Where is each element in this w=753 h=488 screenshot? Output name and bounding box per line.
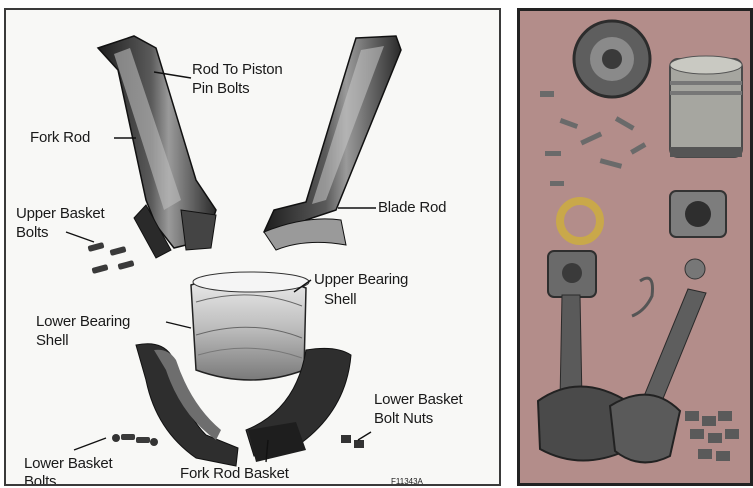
label-upper-basket-bolts-line2: Bolts: [16, 223, 48, 242]
label-lower-basket-bolts-line1: Lower Basket: [24, 454, 112, 473]
label-lower-bearing-shell-line1: Lower Bearing: [36, 312, 130, 331]
blade-rod-part: [264, 36, 401, 250]
label-fork-rod: Fork Rod: [30, 128, 90, 147]
label-lower-basket-bolts-line2: Bolts: [24, 472, 56, 486]
lower-basket-bolt-nuts-part: [341, 435, 364, 448]
piston-part: [670, 56, 742, 157]
nut-part: [685, 259, 705, 279]
label-upper-basket-bolts-line1: Upper Basket: [16, 204, 104, 223]
label-lower-bearing-shell-line2: Shell: [36, 331, 68, 350]
figure-id: F11343A: [391, 472, 423, 486]
upper-basket-bolts-part: [87, 242, 134, 274]
label-rod-to-piston-line2: Pin Bolts: [192, 79, 249, 98]
parts-photo-image: [520, 11, 753, 486]
label-lower-basket-bolt-nuts-line2: Bolt Nuts: [374, 409, 433, 428]
lower-basket-bolts-part: [112, 434, 158, 446]
label-fork-rod-basket: Fork Rod Basket: [180, 464, 289, 483]
parts-photo-panel: [517, 8, 753, 486]
exploded-diagram-panel: Rod To Piston Pin Bolts Fork Rod Blade R…: [4, 8, 501, 486]
label-upper-bearing-shell-line2: Shell: [324, 290, 356, 309]
bearing-block: [670, 191, 726, 237]
label-lower-basket-bolt-nuts-line1: Lower Basket: [374, 390, 462, 409]
label-blade-rod: Blade Rod: [378, 198, 446, 217]
upper-bearing-shell-part: [191, 272, 309, 380]
label-upper-bearing-shell-line1: Upper Bearing: [314, 270, 408, 289]
label-rod-to-piston-line1: Rod To Piston: [192, 60, 283, 79]
gear-part: [574, 21, 650, 97]
